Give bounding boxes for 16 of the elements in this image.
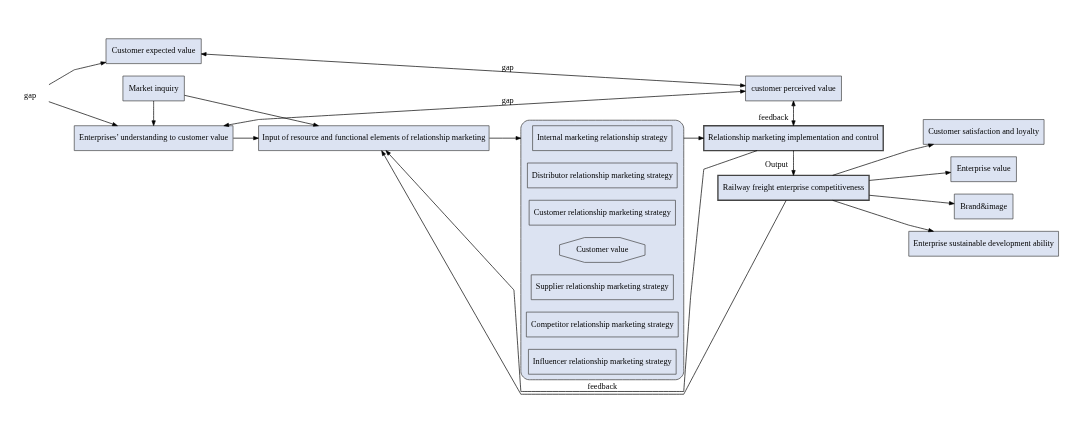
arrow (489, 135, 522, 140)
arrow (223, 88, 746, 127)
cluster (520, 119, 685, 380)
arrow (832, 199, 934, 232)
arrow (232, 135, 259, 140)
arrow (48, 60, 107, 85)
arrow (200, 51, 746, 87)
arrow (832, 143, 934, 176)
arrow (184, 94, 319, 127)
arrow (869, 170, 951, 181)
arrow (791, 100, 796, 126)
arrow (869, 194, 955, 205)
arrow (791, 149, 796, 176)
arrow (48, 100, 118, 126)
arrow (683, 135, 705, 140)
arrow (151, 100, 156, 126)
